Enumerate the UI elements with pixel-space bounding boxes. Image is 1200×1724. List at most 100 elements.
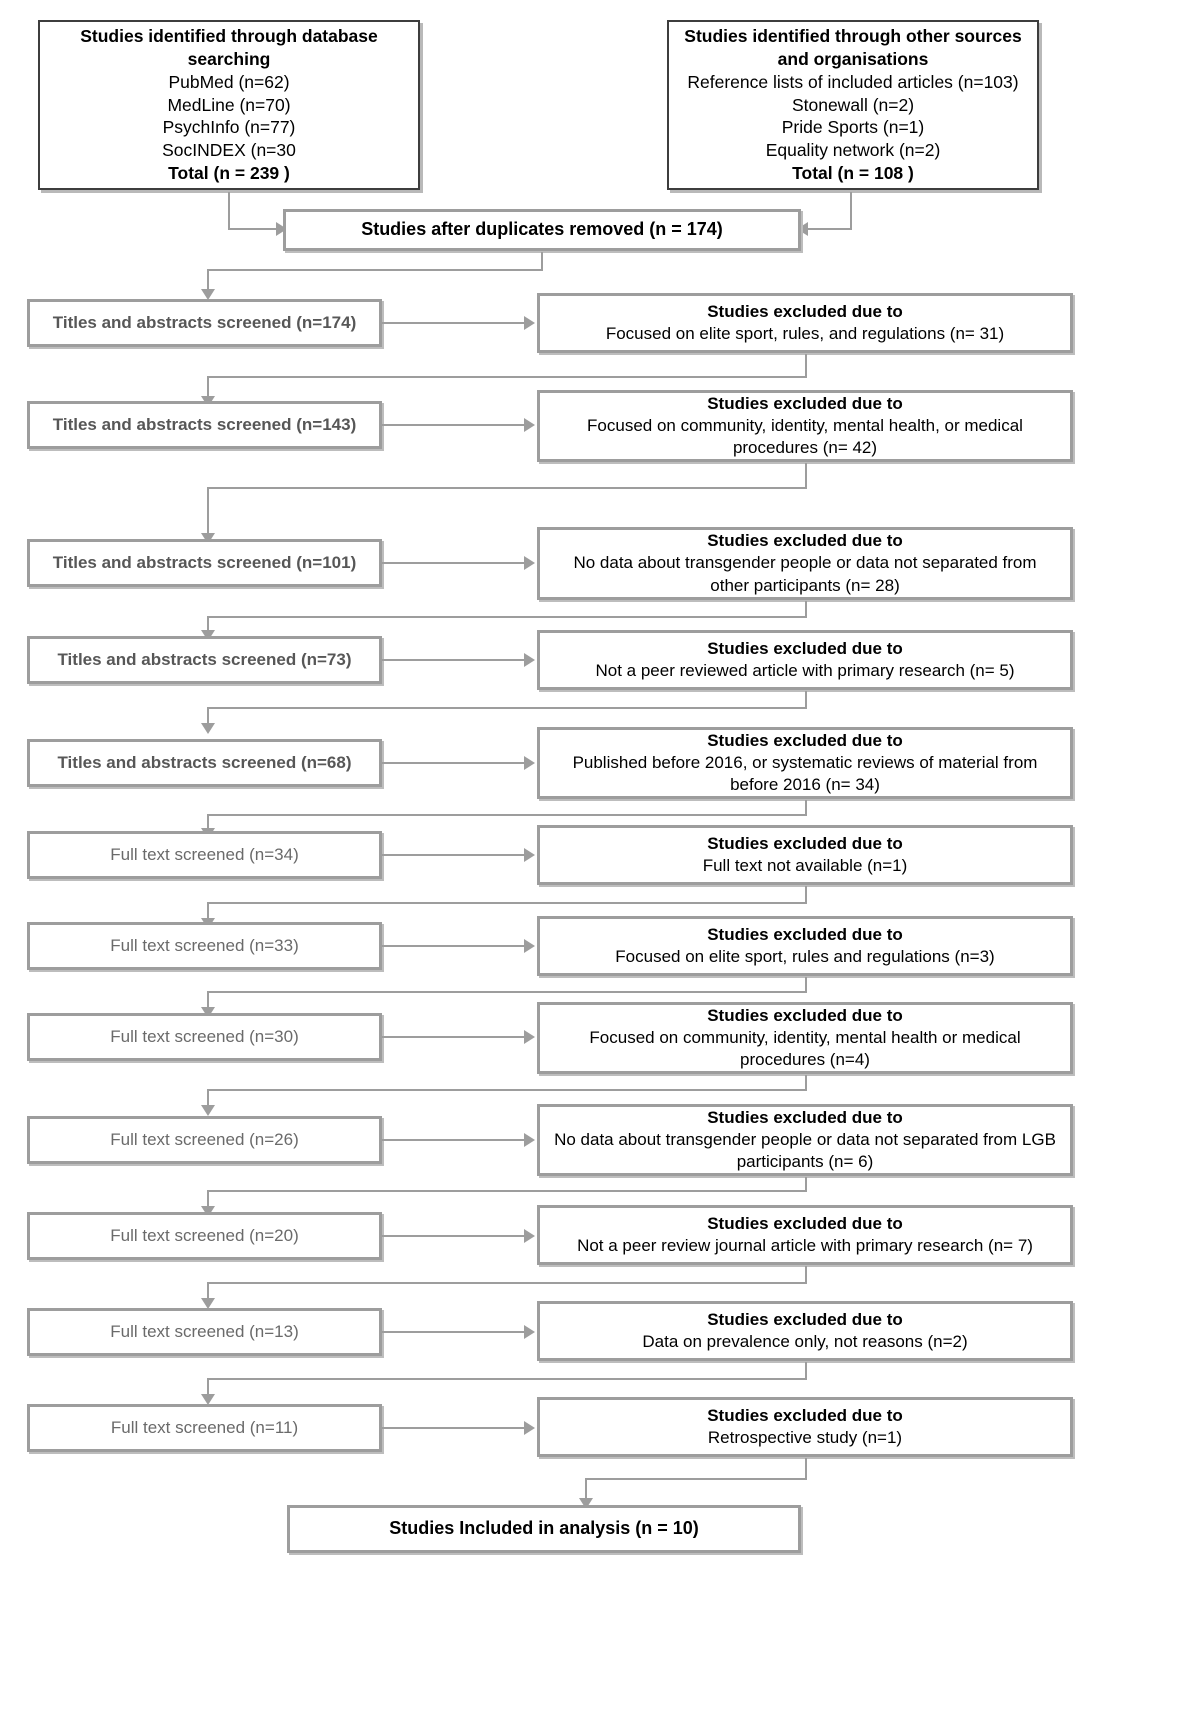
arrow-stage4-excluded — [524, 653, 535, 667]
arrow-dup-to-stage1 — [201, 289, 215, 300]
connector-stage1-right — [382, 322, 525, 324]
connector-excl12-down — [805, 1458, 807, 1480]
connector-stage10-right — [382, 1235, 525, 1237]
connector-other-to-dup-horizontal — [806, 228, 852, 230]
arrow-stage9-excluded — [524, 1133, 535, 1147]
connector-excl3-left — [207, 616, 807, 618]
connector-excl4-to-stage5 — [207, 707, 209, 727]
duplicates-removed-box: Studies after duplicates removed (n = 17… — [283, 209, 801, 251]
screened-box-6: Full text screened (n=34) — [27, 831, 382, 879]
screened-box-4: Titles and abstracts screened (n=73) — [27, 636, 382, 684]
source-other-total: Total (n = 108 ) — [792, 162, 914, 183]
excluded-heading-7: Studies excluded due to — [707, 924, 903, 944]
connector-excl4-left — [207, 707, 807, 709]
excluded-reason-11: Data on prevalence only, not reasons (n=… — [642, 1332, 968, 1351]
excluded-reason-10: Not a peer review journal article with p… — [577, 1236, 1033, 1255]
excluded-box-10: Studies excluded due to Not a peer revie… — [537, 1205, 1073, 1265]
connector-stage3-right — [382, 562, 525, 564]
excluded-reason-1: Focused on elite sport, rules, and regul… — [605, 324, 1005, 343]
screened-label-7: Full text screened (n=33) — [110, 935, 299, 955]
source-other-item-3: Equality network (n=2) — [765, 140, 941, 161]
connector-stage4-right — [382, 659, 525, 661]
source-database-heading: Studies identified through database sear… — [80, 26, 378, 70]
connector-excl3-down — [805, 601, 807, 618]
screened-label-3: Titles and abstracts screened (n=101) — [52, 552, 357, 572]
screened-box-1: Titles and abstracts screened (n=174) — [27, 299, 382, 347]
excluded-box-3: Studies excluded due to No data about tr… — [537, 527, 1073, 600]
connector-excl6-to-stage7 — [207, 902, 209, 920]
connector-excl8-left — [207, 1089, 807, 1091]
arrow-to-stage10 — [201, 1206, 215, 1217]
connector-excl1-down — [805, 354, 807, 378]
source-other-item-1: Stonewall (n=2) — [791, 94, 915, 115]
connector-excl9-to-stage10 — [207, 1190, 209, 1208]
source-database-item-0: PubMed (n=62) — [168, 71, 290, 92]
connector-excl5-down — [805, 800, 807, 816]
excluded-reason-12: Retrospective study (n=1) — [707, 1428, 903, 1447]
excluded-box-7: Studies excluded due to Focused on elite… — [537, 916, 1073, 976]
connector-excl2-left — [207, 487, 807, 489]
arrow-stage5-excluded — [524, 756, 535, 770]
connector-final-to-included — [585, 1478, 587, 1502]
connector-dup-to-stage1 — [207, 269, 209, 293]
connector-db-to-dup-vertical — [228, 192, 230, 230]
connector-stage11-right — [382, 1331, 525, 1333]
arrow-stage1-excluded — [524, 316, 535, 330]
connector-dup-down — [541, 252, 543, 270]
screened-box-10: Full text screened (n=20) — [27, 1212, 382, 1260]
screened-label-2: Titles and abstracts screened (n=143) — [52, 414, 357, 434]
source-other-heading: Studies identified through other sources… — [684, 26, 1022, 70]
screened-label-1: Titles and abstracts screened (n=174) — [52, 312, 357, 332]
excluded-heading-9: Studies excluded due to — [707, 1107, 903, 1127]
connector-stage8-right — [382, 1036, 525, 1038]
excluded-heading-6: Studies excluded due to — [707, 833, 903, 853]
arrow-to-stage8 — [201, 1007, 215, 1018]
excluded-box-8: Studies excluded due to Focused on commu… — [537, 1002, 1073, 1074]
arrow-to-included — [579, 1498, 593, 1509]
excluded-box-12: Studies excluded due to Retrospective st… — [537, 1397, 1073, 1457]
excluded-heading-2: Studies excluded due to — [707, 393, 903, 413]
connector-stage2-right — [382, 424, 525, 426]
screened-label-4: Titles and abstracts screened (n=73) — [57, 649, 352, 669]
connector-excl8-to-stage9 — [207, 1089, 209, 1107]
excluded-box-4: Studies excluded due to Not a peer revie… — [537, 630, 1073, 690]
connector-excl6-down — [805, 886, 807, 904]
connector-excl6-left — [207, 902, 807, 904]
excluded-reason-4: Not a peer reviewed article with primary… — [595, 661, 1015, 680]
connector-excl7-left — [207, 991, 807, 993]
connector-excl8-down — [805, 1075, 807, 1091]
excluded-reason-9: No data about transgender people or data… — [554, 1129, 1056, 1172]
arrow-to-stage4 — [201, 630, 215, 641]
source-box-other: Studies identified through other sources… — [667, 20, 1039, 190]
arrow-db-to-dup — [276, 222, 287, 236]
connector-stage6-right — [382, 854, 525, 856]
connector-excl11-left — [207, 1378, 807, 1380]
connector-excl11-down — [805, 1362, 807, 1380]
arrow-to-stage11 — [201, 1298, 215, 1309]
connector-excl5-to-stage6 — [207, 814, 209, 832]
arrow-to-stage5 — [201, 723, 215, 734]
connector-stage12-right — [382, 1427, 525, 1429]
excluded-reason-3: No data about transgender people or data… — [573, 553, 1037, 595]
screened-label-11: Full text screened (n=13) — [110, 1321, 299, 1341]
connector-stage7-right — [382, 945, 525, 947]
screened-box-9: Full text screened (n=26) — [27, 1116, 382, 1164]
excluded-reason-2: Focused on community, identity, mental h… — [587, 415, 1023, 458]
screened-label-9: Full text screened (n=26) — [110, 1129, 299, 1149]
arrow-stage3-excluded — [524, 556, 535, 570]
connector-excl1-left — [207, 376, 807, 378]
screened-box-5: Titles and abstracts screened (n=68) — [27, 739, 382, 787]
source-database-item-2: PsychInfo (n=77) — [162, 117, 296, 138]
excluded-heading-8: Studies excluded due to — [707, 1005, 903, 1025]
connector-other-to-dup-vertical — [850, 192, 852, 230]
connector-excl10-to-stage11 — [207, 1282, 209, 1300]
arrow-stage6-excluded — [524, 848, 535, 862]
arrow-to-stage3 — [201, 533, 215, 544]
excluded-heading-11: Studies excluded due to — [707, 1309, 903, 1329]
screened-label-12: Full text screened (n=11) — [110, 1417, 299, 1437]
connector-excl7-down — [805, 977, 807, 993]
source-other-item-0: Reference lists of included articles (n=… — [687, 71, 1019, 92]
arrow-stage7-excluded — [524, 939, 535, 953]
excluded-box-6: Studies excluded due to Full text not av… — [537, 825, 1073, 885]
